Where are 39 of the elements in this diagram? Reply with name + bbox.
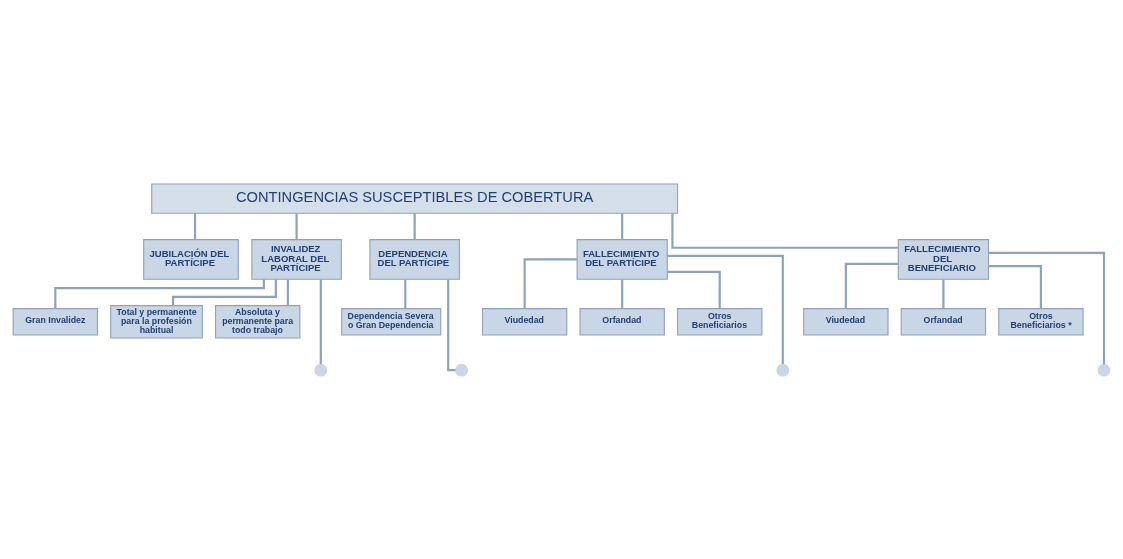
node-box: CONTINGENCIAS SUSCEPTIBLES DE COBERTURA xyxy=(151,182,679,214)
connector xyxy=(988,251,1106,364)
node-circle xyxy=(1097,363,1111,377)
node-box: Absoluta y permanente para todo trabajo xyxy=(215,304,301,338)
node-box: Viudedad xyxy=(481,307,568,336)
node-box: Gran Invalidez xyxy=(12,307,99,336)
connector xyxy=(523,257,577,309)
node-circle xyxy=(776,363,790,377)
connector xyxy=(621,279,624,308)
node-box: INVALIDEZ LABORAL DEL PARTÍCIPE xyxy=(251,238,342,280)
node-box: Orfandad xyxy=(900,307,987,336)
connector xyxy=(667,270,721,308)
node-box: Otros Beneficiarios xyxy=(677,307,763,336)
node-box: DEPENDENCIA DEL PARTÍCIPE xyxy=(369,238,460,280)
connector xyxy=(844,262,899,308)
connector xyxy=(447,279,456,371)
connector xyxy=(193,212,197,240)
node-box: Orfandad xyxy=(579,307,665,336)
node-box: FALLECIMIENTO DEL BENEFICIARIO xyxy=(897,238,990,280)
node-box: Otros Beneficiarios * xyxy=(998,307,1084,336)
node-box: FALLECIMIENTO DEL PARTÍCIPE xyxy=(576,238,668,280)
node-box: Total y permanente para la profesión habitual xyxy=(110,304,203,338)
connector xyxy=(988,264,1042,309)
node-box: Viudedad xyxy=(803,307,889,336)
node-box: Dependencia Severa o Gran Dependencia xyxy=(341,307,442,336)
connector xyxy=(295,212,298,240)
connector xyxy=(667,254,784,364)
node-circle xyxy=(314,363,328,377)
node-circle xyxy=(455,363,468,377)
connector xyxy=(319,279,322,364)
connector xyxy=(54,278,265,308)
connector xyxy=(942,279,945,308)
connector xyxy=(404,279,407,308)
connector xyxy=(621,212,624,240)
connector xyxy=(171,279,277,306)
connector xyxy=(413,212,416,240)
connector xyxy=(286,279,289,305)
connector xyxy=(671,212,899,249)
node-box: JUBILACIÓN DEL PARTÍCIPE xyxy=(143,238,239,280)
